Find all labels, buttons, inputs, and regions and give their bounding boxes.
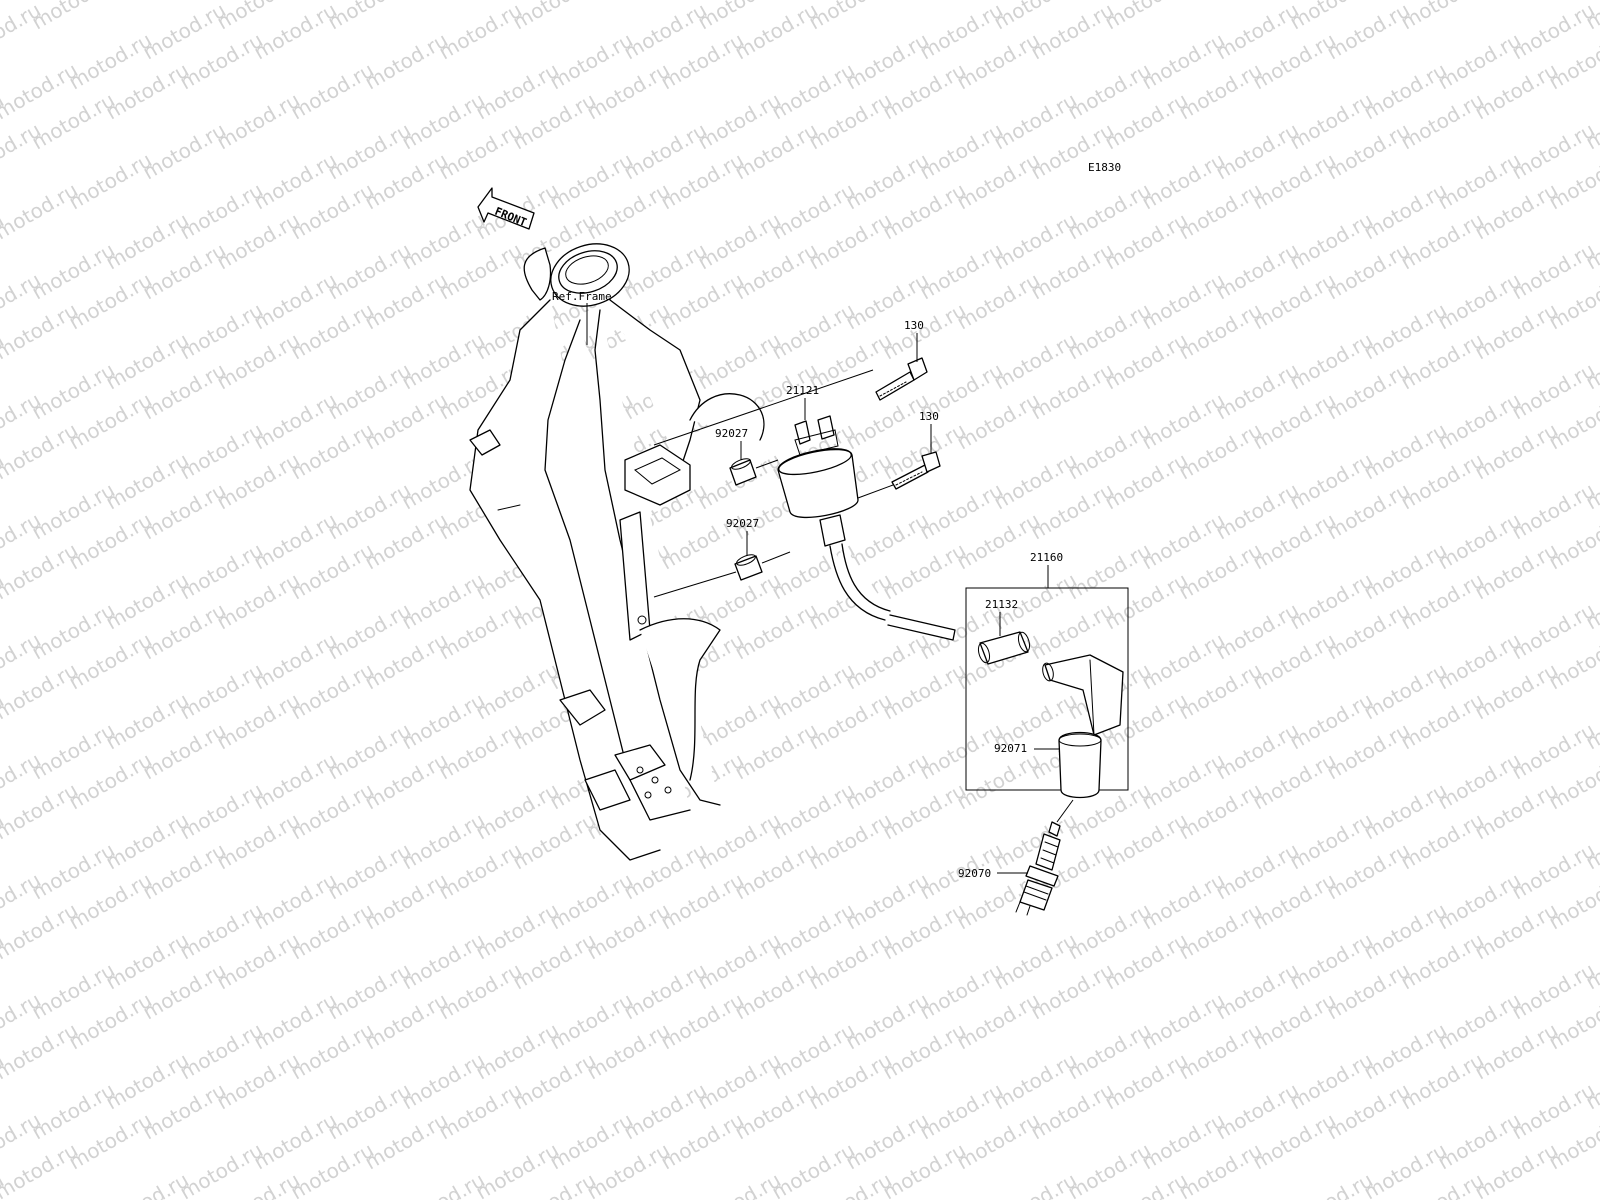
collar-lower	[653, 551, 791, 598]
cap-assy-box	[965, 587, 1129, 791]
label-cap-assy: 21160	[1030, 551, 1063, 564]
grommet	[977, 631, 1031, 665]
label-bolt-upper: 130	[904, 319, 924, 332]
diagram-code: E1830	[1088, 161, 1121, 174]
label-collar-lower: 92027	[726, 517, 759, 530]
bolt-upper	[653, 357, 928, 446]
plug-cap	[1042, 654, 1124, 736]
label-bolt-lower: 130	[919, 410, 939, 423]
cap-cover	[1058, 731, 1102, 799]
collar-upper	[729, 458, 779, 486]
label-collar-upper: 92027	[715, 427, 748, 440]
label-coil: 21121	[786, 384, 819, 397]
ignition-coil	[777, 415, 956, 641]
label-grommet: 21132	[985, 598, 1018, 611]
label-spark-plug: 92070	[958, 867, 991, 880]
label-cap-cover: 92071	[994, 742, 1027, 755]
bolt-lower	[857, 451, 941, 499]
watermark-text: motod.ru	[0, 1168, 8, 1200]
spark-plug	[1015, 821, 1061, 916]
front-arrow-icon: FRONT	[477, 187, 535, 230]
frame-drawing	[469, 243, 765, 861]
label-ref-frame: Ref.Frame	[552, 290, 612, 303]
